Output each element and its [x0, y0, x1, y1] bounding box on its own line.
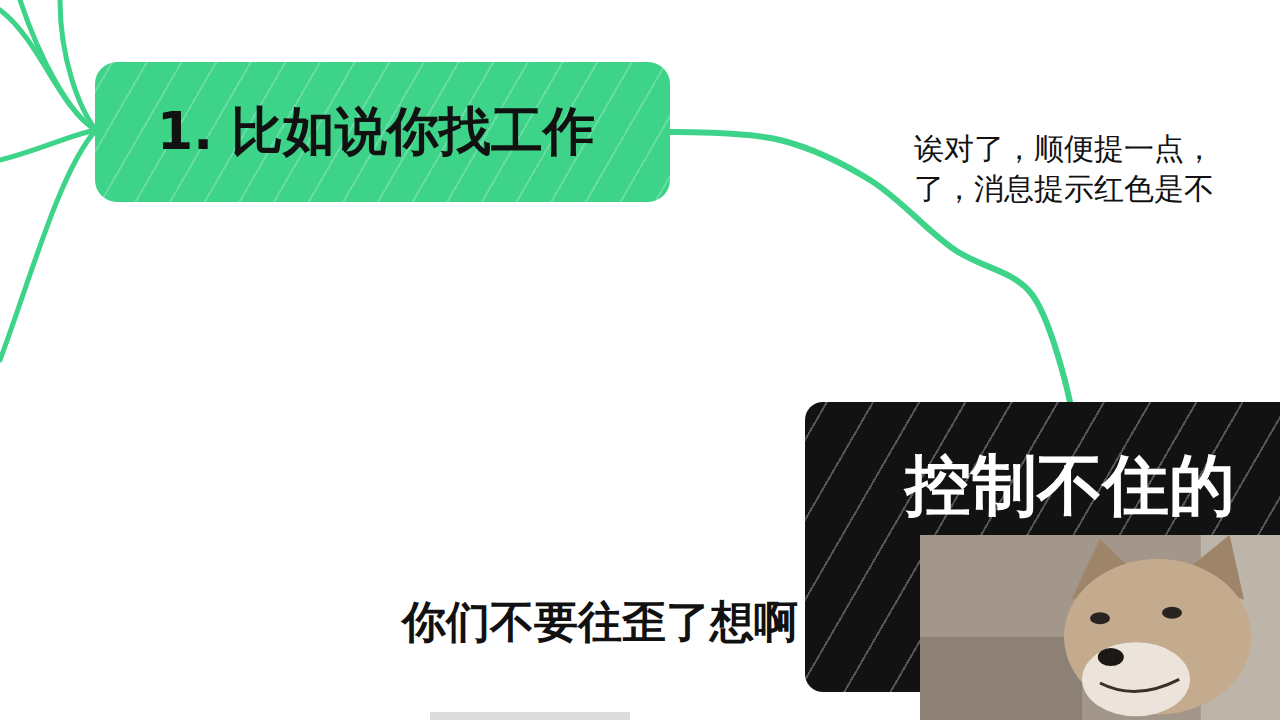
photo-background — [920, 637, 1082, 720]
node-text: 1. 比如说你找工作 — [157, 102, 595, 162]
photo-background — [1201, 535, 1280, 720]
dog-eye — [1090, 612, 1110, 624]
highlight-box: 控制不住的 — [805, 402, 1280, 692]
branch-connector — [670, 132, 1070, 402]
dog-nose — [1098, 648, 1124, 666]
dog-muzzle — [1082, 642, 1190, 716]
note-text: 了，消息提示红色是不 — [912, 170, 1216, 208]
dog-ear — [1071, 539, 1143, 600]
subtitle-text: 你们不要往歪了想啊 — [402, 596, 798, 649]
progress-bar — [430, 712, 630, 720]
topic-box: 1. 比如说你找工作 — [95, 62, 670, 202]
dog-eye — [1162, 607, 1182, 619]
note-text: 诶对了，顺便提一点， — [912, 130, 1216, 168]
dog-mouth — [1100, 679, 1179, 691]
branch-line — [60, 0, 96, 130]
branch-line — [20, 0, 96, 130]
mindmap-branches — [0, 0, 96, 360]
dog-face — [1064, 559, 1251, 714]
node-text: 控制不住的 — [905, 450, 1235, 523]
dog-photo — [920, 535, 1280, 720]
dog-ear — [1179, 535, 1244, 600]
branch-line — [0, 130, 96, 360]
dog-head — [1064, 535, 1251, 716]
photo-background — [920, 535, 1280, 720]
branch-line — [0, 130, 96, 160]
